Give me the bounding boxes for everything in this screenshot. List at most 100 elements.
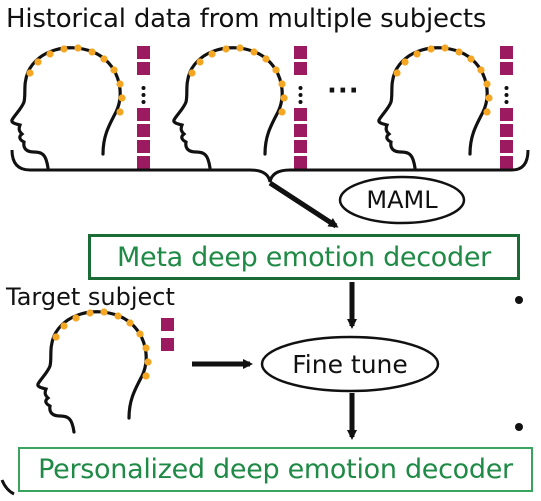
electrode-dot (72, 314, 80, 322)
data-block (294, 108, 307, 121)
data-blocks-2 (294, 46, 307, 169)
electrode-dot (60, 45, 68, 53)
head-outline (377, 46, 489, 170)
electrode-dot (126, 319, 134, 327)
electrode-dot (26, 69, 34, 77)
subject-head-3 (377, 44, 493, 170)
data-block (294, 46, 307, 59)
electrode-dot (413, 50, 421, 58)
data-block (161, 318, 174, 331)
data-block (500, 62, 513, 75)
electrode-dot (222, 45, 230, 53)
vertical-ellipsis-dot (504, 93, 509, 97)
subjects-ellipsis: ··· (327, 76, 360, 106)
electrode-dot (142, 344, 150, 352)
electrode-dot (46, 50, 54, 58)
vertical-ellipsis-dot (504, 86, 509, 90)
electrode-dot (483, 108, 491, 116)
data-block (500, 140, 513, 153)
finetune-ellipse (260, 335, 440, 393)
electrode-dot (114, 312, 122, 320)
electrode-dot (196, 58, 204, 66)
data-block (294, 156, 307, 169)
electrode-dot (250, 48, 258, 56)
data-block (161, 338, 174, 351)
electrode-dot (467, 55, 475, 63)
bullet-dot (515, 423, 523, 431)
vertical-ellipsis-dot (141, 93, 146, 97)
vertical-ellipsis-dot (141, 100, 146, 104)
subject-head-1 (10, 44, 126, 170)
data-blocks-3 (500, 46, 513, 169)
data-block (137, 108, 150, 121)
data-block (137, 62, 150, 75)
target-head (36, 308, 152, 434)
electrode-dot (100, 308, 108, 316)
diagram-title: Historical data from multiple subjects (6, 4, 487, 34)
data-block (137, 140, 150, 153)
electrode-dot (393, 69, 401, 77)
data-block (294, 140, 307, 153)
heads-group (10, 44, 493, 434)
data-block (500, 46, 513, 59)
head-outline (10, 46, 122, 170)
data-block (294, 62, 307, 75)
electrode-dot (401, 58, 409, 66)
fine-tune-label: Fine tune (292, 349, 408, 379)
electrode-dot (86, 309, 94, 317)
data-block (500, 156, 513, 169)
head-outline (36, 310, 148, 434)
electrode-dot (110, 66, 118, 74)
arrow-brace-to-meta (268, 180, 339, 229)
electrode-dot (100, 55, 108, 63)
electrode-dot (142, 372, 150, 380)
electrode-dot (188, 69, 196, 77)
vertical-ellipsis-dot (141, 86, 146, 90)
maml-ellipse (338, 175, 466, 225)
data-block (137, 46, 150, 59)
electrode-dot (144, 358, 152, 366)
data-blocks-1 (137, 46, 150, 169)
subject-head-2 (172, 44, 288, 170)
electrode-dot (52, 333, 60, 341)
data-block (500, 124, 513, 137)
electrode-dot (208, 50, 216, 58)
data-blocks-group (137, 46, 513, 351)
electrode-dot (427, 45, 435, 53)
electrode-dot (485, 94, 493, 102)
electrode-dot (236, 44, 244, 52)
head-outline (172, 46, 284, 170)
electrode-dot (483, 80, 491, 88)
electrode-dot (136, 330, 144, 338)
electrode-dot (116, 80, 124, 88)
electrode-dot (34, 58, 42, 66)
electrode-dot (278, 80, 286, 88)
corner-mark (0, 479, 15, 496)
grouping-brace (10, 149, 530, 183)
data-block (137, 156, 150, 169)
electrode-dot (278, 108, 286, 116)
electrode-dot (455, 48, 463, 56)
maml-label: MAML (366, 186, 438, 214)
electrode-dot (74, 44, 82, 52)
vertical-ellipsis-dot (504, 100, 509, 104)
vertical-ellipsis-dot (298, 100, 303, 104)
electrode-dot (116, 108, 124, 116)
personalized-decoder-box: Personalized deep emotion decoder (18, 447, 533, 492)
meta-decoder-box: Meta deep emotion decoder (88, 234, 520, 280)
electrode-dot (262, 55, 270, 63)
electrode-dot (60, 322, 68, 330)
data-block (294, 124, 307, 137)
electrode-dot (280, 94, 288, 102)
data-block (137, 124, 150, 137)
electrode-dot (441, 44, 449, 52)
target-subject-label: Target subject (6, 283, 175, 311)
data-block (500, 108, 513, 121)
vertical-ellipsis-dot (298, 86, 303, 90)
target-data-blocks (161, 318, 174, 351)
electrode-dot (477, 66, 485, 74)
electrode-dot (88, 48, 96, 56)
electrode-dot (118, 94, 126, 102)
vertical-ellipsis-dot (298, 93, 303, 97)
